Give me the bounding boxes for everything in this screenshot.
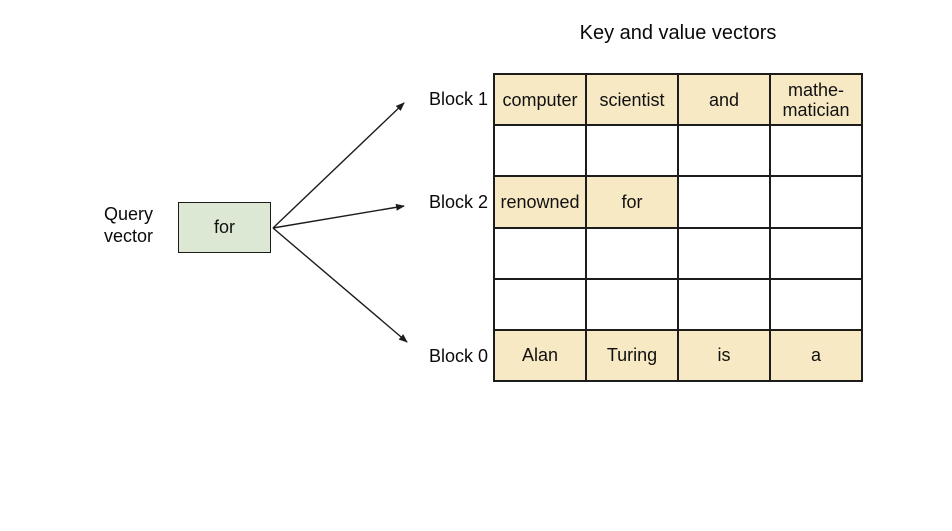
table-cell: and	[678, 74, 770, 126]
table-cell	[770, 176, 862, 228]
table-cell: Turing	[586, 329, 678, 381]
arrow-to-block-0	[272, 227, 408, 343]
arrow-to-block-2	[272, 203, 405, 229]
table-cell	[770, 125, 862, 177]
table-cell: is	[678, 329, 770, 381]
table-cell	[494, 227, 586, 279]
block-2-label: Block 2	[428, 192, 488, 212]
query-vector-label: Query vector	[104, 204, 154, 246]
table-cell	[586, 125, 678, 177]
table-cell: computer	[494, 74, 586, 126]
query-vector-value: for	[213, 217, 235, 237]
table-cell: for	[586, 176, 678, 228]
table-cell	[586, 278, 678, 330]
table-cell	[678, 125, 770, 177]
table-cell	[586, 227, 678, 279]
table-cell	[494, 278, 586, 330]
arrow-to-block-1	[272, 102, 405, 229]
table-cell: mathe- matician	[770, 74, 862, 126]
table-cell	[494, 125, 586, 177]
table-cell: a	[770, 329, 862, 381]
table-cell: renowned	[494, 176, 586, 228]
table-cell: Alan	[494, 329, 586, 381]
query-vector-box: for	[178, 202, 271, 253]
table-cell	[770, 278, 862, 330]
table-cell	[678, 278, 770, 330]
table-cell	[770, 227, 862, 279]
diagram-title: Key and value vectors	[579, 22, 777, 44]
key-value-table: computer scientist and mathe- matician r…	[493, 73, 863, 382]
table-cell: scientist	[586, 74, 678, 126]
block-0-label: Block 0	[428, 346, 488, 366]
block-1-label: Block 1	[428, 89, 488, 109]
table-cell	[678, 227, 770, 279]
table-cell	[678, 176, 770, 228]
